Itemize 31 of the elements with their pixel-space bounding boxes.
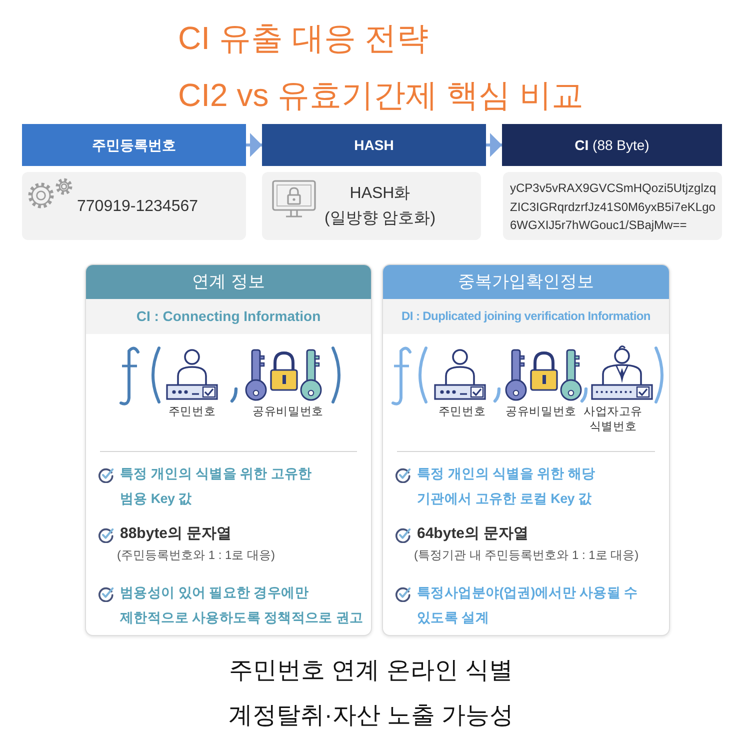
bullet-text: 특정 개인의 식별을 위한 고유한 범용 Key 값 — [120, 465, 312, 508]
arrow — [486, 133, 502, 157]
bullet-note: (주민등록번호와 1 : 1로 대응) — [117, 547, 276, 564]
process-step-banner: 주민등록번호 — [22, 124, 246, 166]
card-subheading: DI : Duplicated joining verification Information — [383, 299, 669, 334]
card-heading: 중복가입확인정보 — [383, 265, 669, 299]
hash-step-text: HASH화 (일방향 암호화) — [324, 184, 436, 229]
bullet-text: 범용성이 있어 필요한 경우에만 제한적으로 사용하도록 정책적으로 권고 — [120, 584, 364, 627]
card-subheading: CI : Connecting Information — [86, 299, 371, 334]
icon-caption: 주민번호 — [438, 405, 486, 420]
comparison-card — [382, 264, 670, 636]
step-detail-panel — [22, 172, 246, 240]
bullet-text: 특정 개인의 식별을 위한 해당 기관에서 고유한 로컬 Key 값 — [417, 465, 596, 508]
bullet-text: 특정사업분야(업권)에서만 사용될 수 있도록 설계 — [417, 584, 638, 627]
bullet-note: (특정기관 내 주민등록번호와 1 : 1로 대응) — [414, 547, 639, 564]
caption: 주민번호 연계 온라인 식별 계정탈취·자산 노출 가능성 — [228, 656, 514, 731]
arrow — [246, 133, 262, 157]
process-step-banner: CI (88 Byte) — [502, 124, 722, 166]
title: CI 유출 대응 전략 CI2 vs 유효기간제 핵심 비교 — [178, 19, 584, 115]
icon-caption: 주민번호 — [168, 405, 216, 420]
icon-caption: 공유비밀번호 — [506, 405, 576, 420]
process-step-banner: HASH — [262, 124, 486, 166]
card-heading: 연계 정보 — [86, 265, 371, 299]
comparison-card — [85, 264, 372, 636]
ci-code-text: yCP3v5vRAX9GVCSmHQozi5UtjzglzqZIC3IGRqrdzrfJz41S0M6yxB5i7eKLgo6WGXIJ5r7hWGouc1/SBajMw== — [510, 180, 718, 234]
id-number-text: 770919-1234567 — [77, 197, 198, 217]
bullet-heading: 88byte의 문자열 — [120, 524, 232, 544]
icon-caption: 공유비밀번호 — [252, 405, 324, 420]
icon-caption: 사업자고유 식별번호 — [584, 405, 642, 435]
step-detail-panel — [262, 172, 481, 240]
bullet-heading: 64byte의 문자열 — [417, 524, 529, 544]
